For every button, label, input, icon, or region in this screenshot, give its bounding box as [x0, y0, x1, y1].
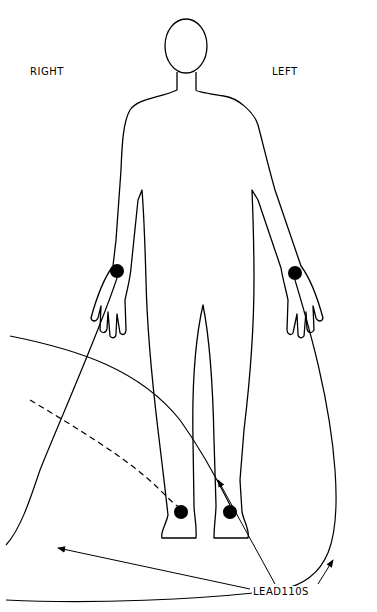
lead-wire: [10, 336, 230, 505]
electrode-dot: [110, 264, 124, 278]
side-label: RIGHT: [30, 66, 64, 77]
electrode-dot: [223, 505, 237, 519]
head-outline: [165, 19, 207, 73]
leader-arrow: [58, 548, 250, 589]
lead-wire: [6, 278, 117, 545]
side-label: LEFT: [272, 66, 298, 77]
electrode-dot: [288, 266, 302, 280]
body-outline: [91, 72, 323, 538]
leader-arrow: [318, 560, 333, 584]
lead-wire: [30, 400, 181, 508]
lead-wire: [6, 280, 336, 602]
leads-label: LEAD110S: [252, 586, 310, 597]
electrode-dot: [174, 505, 188, 519]
leader-arrow: [218, 480, 275, 584]
